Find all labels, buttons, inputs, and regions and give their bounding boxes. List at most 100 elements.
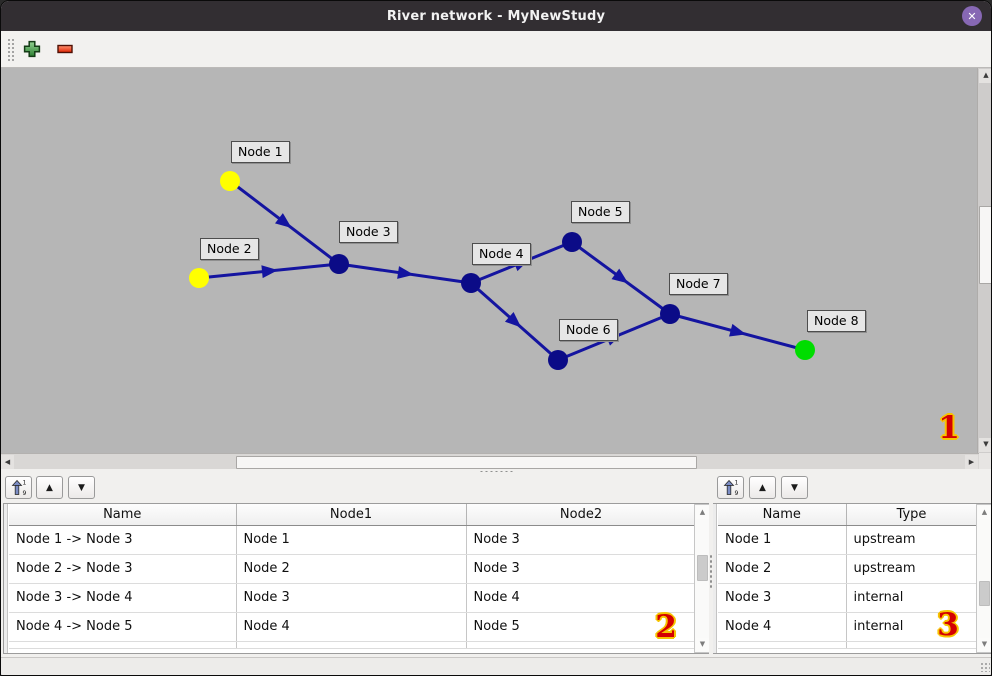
annotation-number: 3	[937, 607, 959, 643]
table-cell: internal	[846, 583, 978, 613]
branches-move-down-button[interactable]: ▼	[68, 476, 95, 499]
table-cell: Node 3 -> Node 4	[9, 583, 237, 613]
scroll-left-icon[interactable]: ◀	[1, 455, 14, 469]
river-network-canvas[interactable]: Node 1 Node 2 Node 3 Node 4 Node 5 Node 6 Node…	[1, 68, 977, 453]
branches-table-scrollbar[interactable]: ▲ ▼	[694, 504, 710, 653]
column-header-type[interactable]: Type	[846, 504, 978, 526]
resize-grip-icon[interactable]	[980, 662, 990, 672]
annotation-number: 2	[655, 609, 677, 645]
row-header-strip	[713, 504, 717, 653]
scrollbar-corner	[979, 453, 991, 469]
scroll-right-icon[interactable]: ▶	[965, 455, 978, 469]
remove-node-button[interactable]	[52, 36, 78, 62]
column-header-node2[interactable]: Node2	[466, 504, 697, 526]
column-header-name[interactable]: Name	[9, 504, 237, 526]
vertical-scroll-thumb[interactable]	[979, 581, 990, 606]
scroll-up-icon[interactable]: ▲	[979, 69, 991, 83]
vertical-scroll-thumb[interactable]	[697, 555, 708, 581]
vertical-splitter[interactable]	[709, 474, 713, 657]
status-strip	[1, 657, 991, 675]
edge-arrow-icon	[504, 311, 522, 328]
node-label[interactable]: Node 1	[231, 141, 290, 163]
table-cell	[9, 641, 237, 649]
splitter-grip-icon	[709, 554, 713, 588]
up-triangle-icon: ▲	[46, 482, 53, 493]
branches-header-row: Name Node1 Node2	[9, 504, 697, 526]
table-cell: Node 3	[236, 583, 467, 613]
svg-text:9: 9	[22, 490, 26, 496]
node-label[interactable]: Node 3	[339, 221, 398, 243]
branches-move-up-button[interactable]: ▲	[36, 476, 63, 499]
node-circle[interactable]	[329, 254, 349, 274]
column-header-name[interactable]: Name	[718, 504, 847, 526]
table-cell: Node 2	[718, 554, 847, 584]
table-cell: Node 2 -> Node 3	[9, 554, 237, 584]
table-cell: Node 4 -> Node 5	[9, 612, 237, 642]
node-circle[interactable]	[660, 304, 680, 324]
scroll-down-icon[interactable]: ▼	[979, 438, 991, 452]
scroll-up-icon[interactable]: ▲	[696, 506, 709, 519]
node-label[interactable]: Node 5	[571, 201, 630, 223]
table-cell: Node 3	[466, 554, 697, 584]
horizontal-splitter[interactable]	[1, 469, 991, 474]
table-cell: Node 3	[466, 525, 697, 555]
node-circle[interactable]	[562, 232, 582, 252]
svg-text:1: 1	[734, 480, 738, 487]
node-circle[interactable]	[461, 273, 481, 293]
toolbar-drag-handle-icon[interactable]	[7, 38, 15, 61]
node-label[interactable]: Node 8	[807, 310, 866, 332]
table-cell: Node 2	[236, 554, 467, 584]
green-plus-icon	[23, 40, 41, 58]
table-cell: Node 4	[466, 583, 697, 613]
branches-sort-button[interactable]: 1 9	[5, 476, 32, 499]
svg-text:9: 9	[734, 490, 738, 496]
canvas-horizontal-scrollbar[interactable]: ◀ ▶	[1, 453, 979, 469]
vertical-scroll-thumb[interactable]	[979, 206, 991, 284]
splitter-grip-icon	[479, 470, 515, 473]
window-title: River network - MyNewStudy	[386, 8, 606, 24]
nodes-move-down-button[interactable]: ▼	[781, 476, 808, 499]
node-label[interactable]: Node 2	[200, 238, 259, 260]
nodes-table-scrollbar[interactable]: ▲ ▼	[976, 504, 991, 653]
nodes-sort-button[interactable]: 1 9	[717, 476, 744, 499]
scroll-down-icon[interactable]: ▼	[978, 638, 991, 651]
node-circle[interactable]	[548, 350, 568, 370]
node-label[interactable]: Node 6	[559, 319, 618, 341]
node-circle[interactable]	[189, 268, 209, 288]
close-button[interactable]: ✕	[962, 6, 982, 26]
table-cell: Node 1 -> Node 3	[9, 525, 237, 555]
partial-row	[9, 641, 697, 649]
edge-arrow-icon	[274, 213, 292, 228]
red-minus-icon	[57, 44, 73, 54]
add-node-button[interactable]	[19, 36, 45, 62]
node-label[interactable]: Node 7	[669, 273, 728, 295]
table-cell: Node 1	[236, 525, 467, 555]
node-label[interactable]: Node 4	[472, 243, 531, 265]
scroll-down-icon[interactable]: ▼	[696, 638, 709, 651]
table-cell	[236, 641, 467, 649]
horizontal-scroll-thumb[interactable]	[236, 455, 697, 469]
canvas-vertical-scrollbar[interactable]: ▲ ▼	[977, 68, 991, 453]
table-cell: Node 5	[466, 612, 697, 642]
node-circle[interactable]	[795, 340, 815, 360]
column-header-node1[interactable]: Node1	[236, 504, 467, 526]
node-circle[interactable]	[220, 171, 240, 191]
close-icon: ✕	[967, 9, 977, 23]
edge-arrow-icon	[729, 323, 747, 337]
svg-text:1: 1	[22, 480, 26, 487]
edge-arrow-icon	[397, 266, 414, 279]
nodes-move-up-button[interactable]: ▲	[749, 476, 776, 499]
scroll-up-icon[interactable]: ▲	[978, 506, 991, 519]
